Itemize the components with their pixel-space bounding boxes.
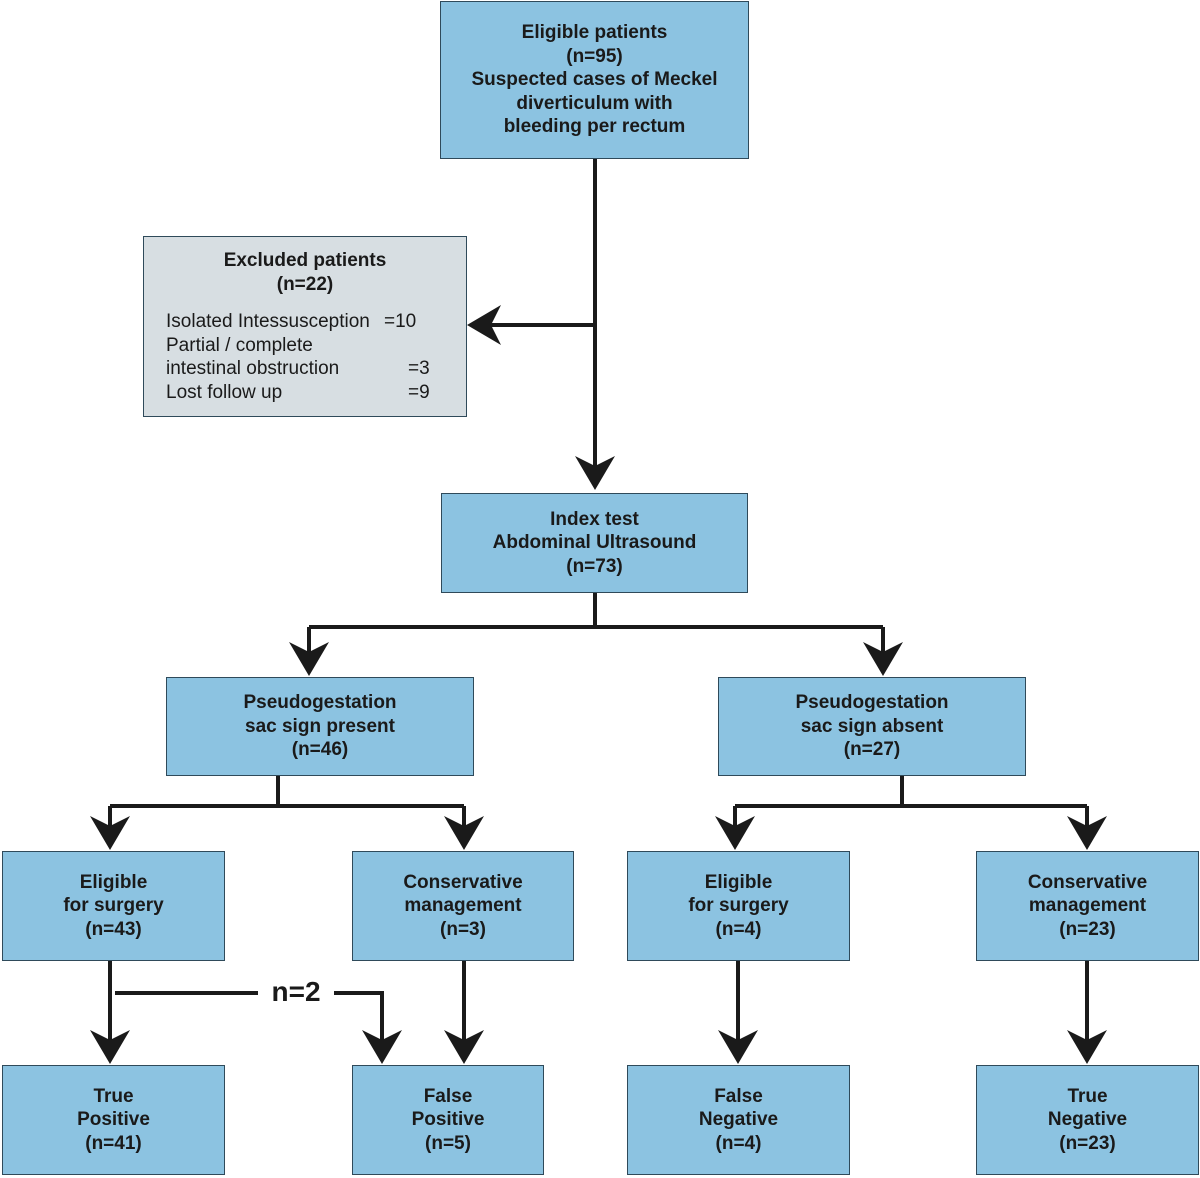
- arrow-to-true-negative: [1067, 1030, 1107, 1064]
- excluded-item-value: =3: [408, 358, 430, 379]
- box-line: diverticulum with: [516, 92, 673, 114]
- box-line: Conservative: [403, 871, 523, 893]
- excluded-item: Lost follow up =9: [166, 381, 466, 405]
- eligible-patients-box: Eligible patients (n=95) Suspected cases…: [440, 1, 749, 159]
- box-line: Pseudogestation: [795, 692, 949, 714]
- box-line: Abdominal Ultrasound: [492, 532, 697, 554]
- excluded-item: intestinal obstruction =3: [166, 357, 466, 381]
- box-line: sac sign present: [245, 715, 395, 737]
- box-line: Eligible: [79, 871, 148, 893]
- arrow-to-index-test: [575, 456, 615, 490]
- box-line: (n=4): [715, 1132, 762, 1154]
- box-line: (n=43): [85, 918, 142, 940]
- excluded-item-label: Partial / complete: [166, 334, 313, 356]
- true-positive-box: True Positive (n=41): [2, 1065, 225, 1175]
- false-positive-box: False Positive (n=5): [352, 1065, 544, 1175]
- box-line: False: [714, 1085, 763, 1107]
- arrow-to-sign-absent: [863, 642, 903, 676]
- box-line: Pseudogestation: [243, 692, 397, 714]
- arrow-to-sign-present: [289, 642, 329, 676]
- excluded-item-label: Lost follow up: [166, 381, 283, 403]
- box-line: (n=27): [843, 739, 901, 761]
- arrow-to-false-negative: [718, 1030, 758, 1064]
- false-negative-box: False Negative (n=4): [627, 1065, 850, 1175]
- box-line: (n=95): [566, 45, 623, 67]
- box-line: bleeding per rectum: [503, 116, 686, 138]
- arrow-to-conservative-present: [444, 816, 484, 850]
- box-line: (n=23): [1059, 918, 1116, 940]
- conservative-absent-box: Conservative management (n=23): [976, 851, 1199, 961]
- arrow-to-conservative-absent: [1067, 816, 1107, 850]
- excluded-patients-box: Excluded patients (n=22) Isolated Intess…: [143, 236, 467, 417]
- box-line: (n=4): [715, 918, 762, 940]
- crossover-label: n=2: [258, 974, 334, 1010]
- excluded-item-label: intestinal obstruction: [166, 358, 340, 379]
- arrow-to-surgery-absent: [715, 816, 755, 850]
- box-line: management: [1028, 895, 1147, 917]
- excluded-item: Partial / complete: [166, 334, 466, 358]
- box-line: for surgery: [63, 895, 164, 917]
- box-line: Negative: [1047, 1109, 1128, 1131]
- excluded-title: Excluded patients: [223, 250, 387, 271]
- box-line: Conservative: [1027, 871, 1148, 893]
- box-line: (n=41): [85, 1132, 142, 1154]
- surgery-present-box: Eligible for surgery (n=43): [2, 851, 225, 961]
- box-line: (n=3): [440, 918, 486, 940]
- box-line: True: [93, 1085, 134, 1107]
- excluded-item-value: =9: [408, 381, 430, 403]
- box-line: (n=23): [1059, 1132, 1116, 1154]
- sign-present-box: Pseudogestation sac sign present (n=46): [166, 677, 474, 776]
- box-line: Negative: [698, 1109, 779, 1131]
- excluded-item-label: Isolated Intessusception: [166, 311, 370, 332]
- box-line: Suspected cases of Meckel: [471, 69, 718, 91]
- box-line: for surgery: [688, 895, 789, 917]
- box-line: (n=5): [425, 1132, 471, 1154]
- box-line: (n=73): [566, 555, 623, 577]
- line-crossover: [115, 991, 384, 1042]
- arrow-to-surgery-present: [90, 816, 130, 850]
- box-line: False: [423, 1085, 473, 1107]
- arrow-to-true-positive: [90, 1030, 130, 1064]
- excluded-item: Isolated Intessusception =10: [166, 310, 466, 334]
- excluded-list: Isolated Intessusception =10 Partial / c…: [144, 310, 466, 404]
- box-line: Eligible patients: [521, 22, 668, 44]
- box-line: Index test: [550, 508, 639, 530]
- conservative-present-box: Conservative management (n=3): [352, 851, 574, 961]
- index-test-box: Index test Abdominal Ultrasound (n=73): [441, 493, 748, 593]
- box-line: sac sign absent: [800, 715, 944, 737]
- sign-absent-box: Pseudogestation sac sign absent (n=27): [718, 677, 1026, 776]
- excluded-item-value: =10: [384, 311, 417, 332]
- box-line: (n=46): [291, 739, 349, 761]
- box-line: Positive: [77, 1109, 150, 1131]
- box-line: Eligible: [704, 871, 773, 893]
- box-line: management: [404, 895, 522, 917]
- true-negative-box: True Negative (n=23): [976, 1065, 1199, 1175]
- arrow-to-excluded: [467, 305, 501, 345]
- arrow-to-false-positive: [444, 1030, 484, 1064]
- excluded-count: (n=22): [276, 273, 334, 295]
- box-line: True: [1067, 1085, 1108, 1107]
- box-line: Positive: [411, 1109, 485, 1131]
- surgery-absent-box: Eligible for surgery (n=4): [627, 851, 850, 961]
- arrow-crossover-to-false-positive: [362, 1030, 402, 1064]
